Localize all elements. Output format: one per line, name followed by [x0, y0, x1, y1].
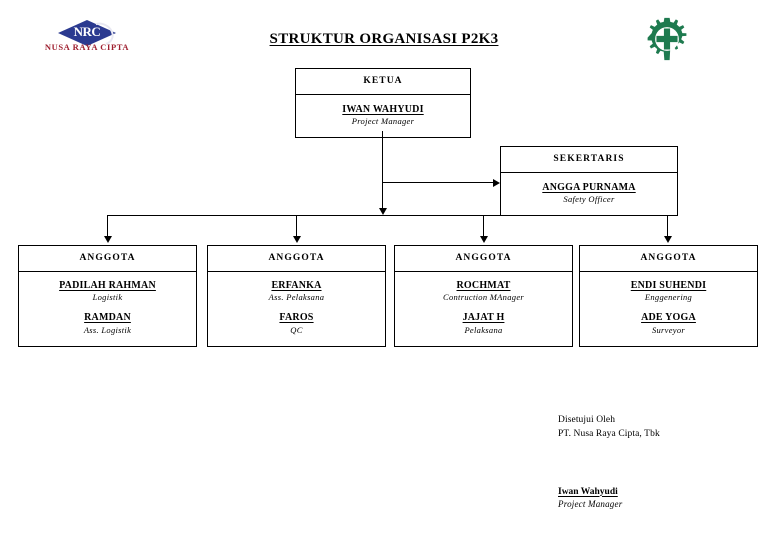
- node-sekertaris-header: SEKERTARIS: [501, 147, 677, 173]
- person-role: Pelaksana: [464, 324, 503, 335]
- node-anggota-3: ANGGOTA ROCHMAT Contruction MAnager JAJA…: [394, 245, 573, 348]
- node-anggota-3-body: ROCHMAT Contruction MAnager JAJAT H Pela…: [395, 272, 572, 347]
- node-anggota-1: ANGGOTA PADILAH RAHMAN Logistik RAMDAN A…: [18, 245, 197, 348]
- page-title: STRUKTUR ORGANISASI P2K3: [269, 31, 499, 47]
- connector-anggota-drop-2: [296, 215, 298, 237]
- connector-anggota-arrow-4: [663, 236, 672, 243]
- connector-sekertaris-arrow: [493, 178, 500, 187]
- person-role: QC: [290, 324, 303, 335]
- person-entry: ADE YOGA Surveyor: [584, 312, 753, 336]
- connector-anggota-arrow-1: [103, 236, 112, 243]
- connector-sekertaris-branch: [382, 182, 493, 184]
- person-role: Safety Officer: [563, 194, 615, 204]
- person-role: Enggenering: [644, 292, 693, 302]
- node-sekertaris: SEKERTARIS ANGGA PURNAMA Safety Officer: [500, 146, 678, 217]
- nrc-diamond-logo: NRC NUSA RAYA CIPTA: [28, 18, 146, 60]
- person-entry: ANGGA PURNAMA Safety Officer: [505, 182, 673, 206]
- node-ketua-body: IWAN WAHYUDI Project Manager: [296, 95, 470, 138]
- person-entry: RAMDAN Ass. Logistik: [23, 312, 192, 336]
- connector-anggota-drop-4: [667, 215, 669, 237]
- connector-ketua-trunk: [382, 131, 384, 213]
- person-name: ENDI SUHENDI: [630, 279, 707, 291]
- person-name: FAROS: [279, 312, 314, 324]
- connector-anggota-drop-3: [483, 215, 485, 237]
- node-anggota-4-header: ANGGOTA: [580, 246, 757, 272]
- node-sekertaris-body: ANGGA PURNAMA Safety Officer: [501, 173, 677, 216]
- person-role: Logistik: [92, 292, 123, 302]
- person-name: JAJAT H: [462, 312, 505, 324]
- node-anggota-4-body: ENDI SUHENDI Enggenering ADE YOGA Survey…: [580, 272, 757, 347]
- connector-anggota-arrow-3: [479, 236, 488, 243]
- node-anggota-2-body: ERFANKA Ass. Pelaksana FAROS QC: [208, 272, 385, 347]
- logo-mark-text: NRC: [73, 24, 101, 39]
- connector-anggota-drop-1: [107, 215, 109, 237]
- node-anggota-3-header: ANGGOTA: [395, 246, 572, 272]
- person-entry: IWAN WAHYUDI Project Manager: [300, 104, 466, 128]
- person-name: PADILAH RAHMAN: [59, 279, 156, 291]
- person-name: ERFANKA: [271, 279, 322, 291]
- person-role: Ass. Logistik: [83, 324, 132, 335]
- connector-anggota-bus: [107, 215, 667, 217]
- signature-approved-label: Disetujui Oleh: [558, 415, 616, 425]
- person-entry: ROCHMAT Contruction MAnager: [399, 280, 568, 304]
- node-ketua-header: KETUA: [296, 69, 470, 95]
- node-anggota-1-header: ANGGOTA: [19, 246, 196, 272]
- person-name: RAMDAN: [84, 312, 131, 324]
- person-entry: PADILAH RAHMAN Logistik: [23, 280, 192, 304]
- node-anggota-4: ANGGOTA ENDI SUHENDI Enggenering ADE YOG…: [579, 245, 758, 348]
- person-role: Contruction MAnager: [442, 292, 524, 302]
- person-entry: ERFANKA Ass. Pelaksana: [212, 280, 381, 304]
- person-name: IWAN WAHYUDI: [342, 103, 424, 115]
- signature-role: Project Manager: [558, 498, 623, 509]
- person-entry: JAJAT H Pelaksana: [399, 312, 568, 336]
- k3-gear-cross-icon: [645, 17, 689, 61]
- person-name: ROCHMAT: [456, 279, 511, 291]
- person-entry: ENDI SUHENDI Enggenering: [584, 280, 753, 304]
- person-role: Ass. Pelaksana: [268, 292, 325, 302]
- signature-name: Iwan Wahyudi: [558, 486, 618, 497]
- connector-ketua-trunk-arrow: [378, 208, 387, 215]
- logo-wordmark: NUSA RAYA CIPTA: [44, 42, 130, 52]
- person-entry: FAROS QC: [212, 312, 381, 336]
- person-role: Surveyor: [651, 324, 686, 335]
- person-name: ADE YOGA: [641, 312, 696, 324]
- connector-anggota-arrow-2: [292, 236, 301, 243]
- signature-company: PT. Nusa Raya Cipta, Tbk: [558, 428, 660, 439]
- node-anggota-2: ANGGOTA ERFANKA Ass. Pelaksana FAROS QC: [207, 245, 386, 348]
- node-anggota-2-header: ANGGOTA: [208, 246, 385, 272]
- person-role: Project Manager: [351, 116, 415, 126]
- person-name: ANGGA PURNAMA: [542, 181, 636, 193]
- signature-block: Disetujui Oleh PT. Nusa Raya Cipta, Tbk …: [558, 414, 758, 509]
- node-anggota-1-body: PADILAH RAHMAN Logistik RAMDAN Ass. Logi…: [19, 272, 196, 347]
- node-ketua: KETUA IWAN WAHYUDI Project Manager: [295, 68, 471, 139]
